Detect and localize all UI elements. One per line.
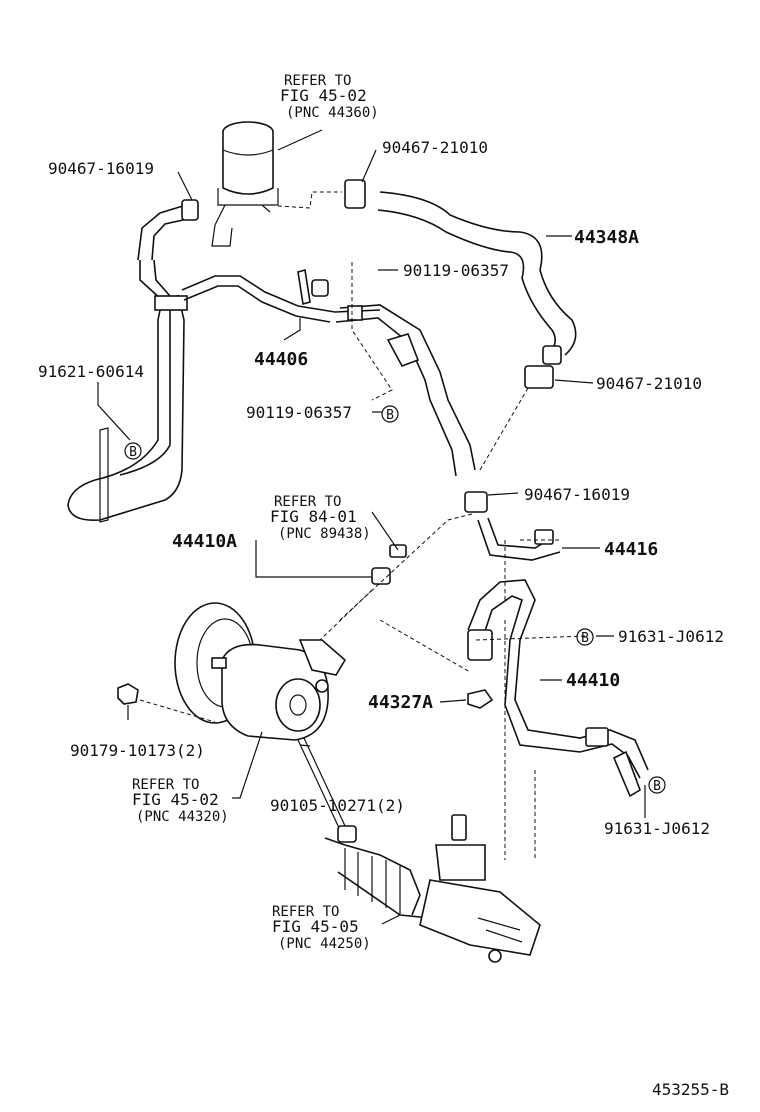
pressure-hose-upper [335,304,476,477]
callout-b-4 [648,776,666,794]
refer-reservoir: REFER TO FIG 45-02 (PNC 44360) [280,73,379,121]
label-90467-21010-top: 90467-21010 [382,138,488,157]
refer-rack-l1: REFER TO [272,904,339,920]
hose-44416 [464,491,561,561]
leader-lines [97,129,646,925]
return-hose-left [137,199,199,301]
refer-sensor-l2: FIG 84-01 [270,507,357,526]
dashed-guides [139,191,587,860]
callout-b-1-text: B [129,445,137,460]
label-90467-16019-mid: 90467-16019 [524,485,630,504]
refer-sensor-l1: REFER TO [274,494,341,510]
refer-reservoir-l2: FIG 45-02 [280,86,367,105]
refer-rack: REFER TO FIG 45-05 (PNC 44250) [272,904,371,952]
reservoir-tank [211,121,279,247]
refer-rack-l2: FIG 45-05 [272,917,359,936]
refer-reservoir-l3: (PNC 44360) [286,105,379,121]
refer-sensor: REFER TO FIG 84-01 (PNC 89438) [270,494,371,542]
callout-b-2 [381,405,399,423]
refer-reservoir-l1: REFER TO [284,73,351,89]
callout-b-1 [124,442,142,460]
clamp-44327A [467,689,494,709]
bolt-90105 [297,737,357,843]
refer-rack-l3: (PNC 44250) [278,936,371,952]
label-90467-21010-mid: 90467-21010 [596,374,702,393]
label-44410A: 44410A [172,531,237,552]
label-44327A: 44327A [368,692,433,713]
label-90119-06357-top: 90119-06357 [403,261,509,280]
label-44348A: 44348A [574,227,639,248]
callout-b-markers: B B B B [124,405,666,794]
refer-pump-l2: FIG 45-02 [132,790,219,809]
suction-hose-44348A [344,179,577,389]
label-90179-10173: 90179-10173(2) [70,741,205,760]
label-90467-16019-top: 90467-16019 [48,159,154,178]
label-90105-10271: 90105-10271(2) [270,796,405,815]
refer-sensor-l3: (PNC 89438) [278,526,371,542]
power-steering-pump [174,602,347,741]
label-44410: 44410 [566,670,620,691]
nut-90179 [117,683,139,705]
callout-b-3-text: B [581,631,589,646]
label-91631-J0612-b: 91631-J0612 [604,819,710,838]
refer-pump: REFER TO FIG 45-02 (PNC 44320) [132,777,229,825]
label-91621-60614: 91621-60614 [38,362,144,381]
callout-b-2-text: B [386,408,394,423]
label-44406: 44406 [254,349,308,370]
label-90119-06357-b: 90119-06357 [246,403,352,422]
label-91631-J0612-a: 91631-J0612 [618,627,724,646]
pressure-hose-44410 [467,579,649,798]
diagram-id: 453255-B [652,1080,729,1099]
refer-pump-l1: REFER TO [132,777,199,793]
pressure-switch [371,544,407,585]
label-44416: 44416 [604,539,658,560]
callout-b-4-text: B [653,779,661,794]
refer-pump-l3: (PNC 44320) [136,809,229,825]
return-tube-44406 [67,268,381,523]
callout-b-3 [576,628,594,646]
